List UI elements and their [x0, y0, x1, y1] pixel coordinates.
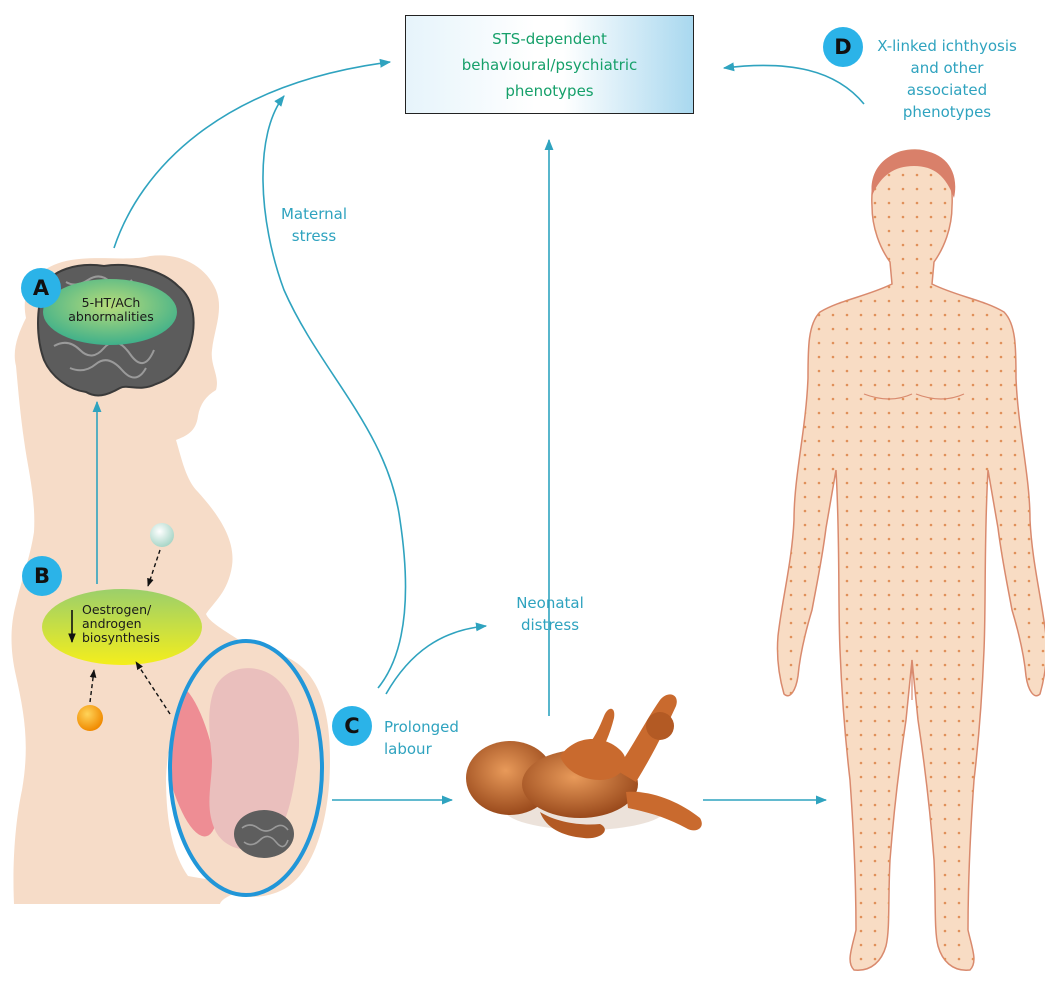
baby-image [466, 694, 702, 838]
brain-label-line-2: abnormalities [56, 310, 166, 324]
xlinked-line-2: and other [857, 57, 1037, 79]
badge-b: B [22, 556, 62, 596]
xlinked-line-3: associated [857, 79, 1037, 101]
prolonged-labour-line-1: Prolonged [384, 716, 484, 738]
brain-abnormalities-label: 5-HT/ACh abnormalities [56, 296, 166, 324]
prolonged-labour-line-2: labour [384, 738, 484, 760]
hormone-label: Oestrogen/ androgen biosynthesis [82, 603, 182, 645]
outcome-line-2: behavioural/psychiatric [406, 52, 693, 78]
hormone-label-line-3: biosynthesis [82, 631, 182, 645]
arrow-maternal-stress [263, 96, 405, 688]
xlinked-line-1: X-linked ichthyosis [857, 35, 1037, 57]
maternal-stress-label: Maternal stress [266, 203, 362, 247]
neonatal-distress-label: Neonatal distress [500, 592, 600, 636]
xlinked-label: X-linked ichthyosis and other associated… [857, 35, 1037, 123]
pearl-sphere [150, 523, 174, 547]
outcome-box: STS-dependent behavioural/psychiatric ph… [405, 15, 694, 114]
prolonged-labour-label: Prolonged labour [384, 716, 484, 760]
orange-sphere [77, 705, 103, 731]
hormone-label-line-1: Oestrogen/ [82, 603, 182, 617]
neonatal-distress-line-2: distress [500, 614, 600, 636]
arrow-xlinked-to-outcome [724, 65, 864, 104]
xlinked-line-4: phenotypes [857, 101, 1037, 123]
brain-label-line-1: 5-HT/ACh [56, 296, 166, 310]
maternal-stress-line-2: stress [266, 225, 362, 247]
badge-a: A [21, 268, 61, 308]
outcome-line-1: STS-dependent [406, 26, 693, 52]
maternal-stress-line-1: Maternal [266, 203, 362, 225]
hormone-label-line-2: androgen [82, 617, 182, 631]
outcome-line-3: phenotypes [406, 78, 693, 104]
male-body [777, 150, 1045, 970]
badge-c: C [332, 706, 372, 746]
neonatal-distress-line-1: Neonatal [500, 592, 600, 614]
